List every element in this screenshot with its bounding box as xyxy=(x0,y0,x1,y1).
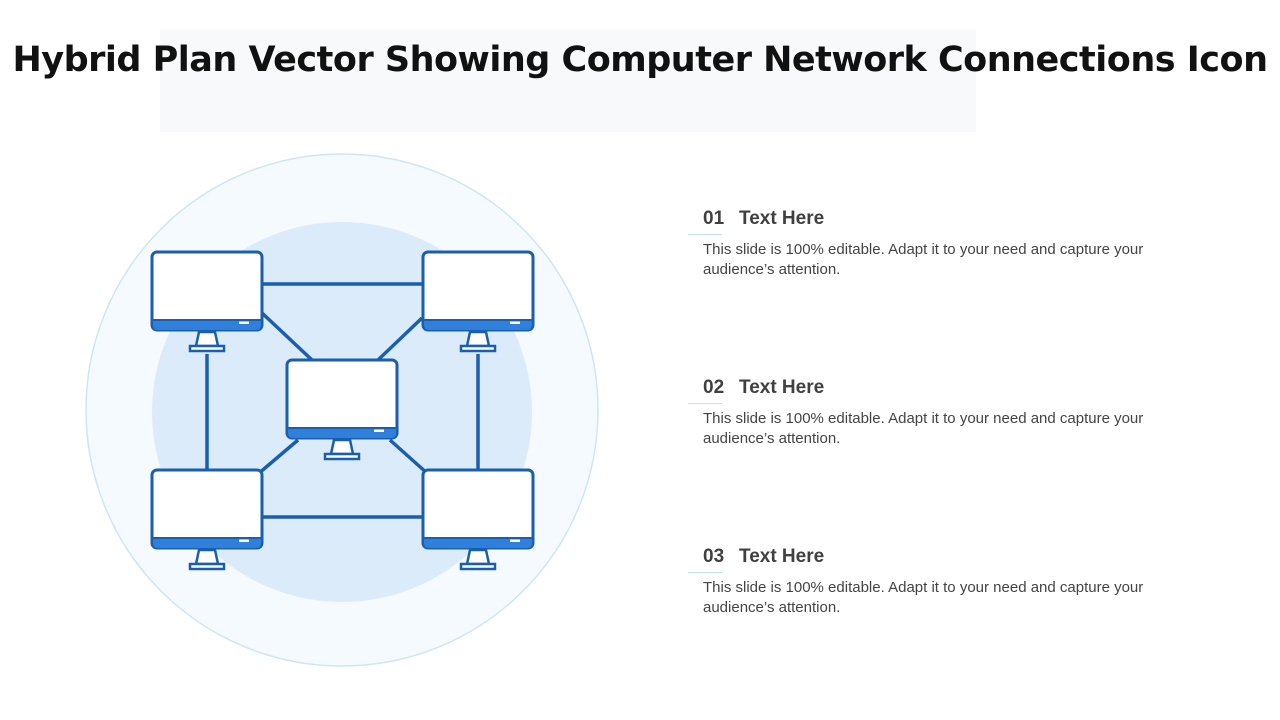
item-number: 01 xyxy=(703,208,725,229)
item-title: Text Here xyxy=(739,208,825,229)
network-diagram xyxy=(85,153,599,667)
text-item-2: 02 Text Here This slide is 100% editable… xyxy=(688,377,1188,449)
item-divider xyxy=(688,403,722,404)
text-item-1: 01 Text Here This slide is 100% editable… xyxy=(688,208,1188,280)
item-divider xyxy=(688,572,722,573)
item-number: 03 xyxy=(703,546,725,567)
network-links xyxy=(205,282,480,519)
page-title: Hybrid Plan Vector Showing Computer Netw… xyxy=(12,40,1268,80)
item-title: Text Here xyxy=(739,377,825,398)
title-background xyxy=(160,30,976,132)
item-divider xyxy=(688,234,722,235)
item-title: Text Here xyxy=(739,546,825,567)
item-description: This slide is 100% editable. Adapt it to… xyxy=(703,241,1144,278)
item-number: 02 xyxy=(703,377,725,398)
text-item-3: 03 Text Here This slide is 100% editable… xyxy=(688,546,1188,618)
item-description: This slide is 100% editable. Adapt it to… xyxy=(703,410,1144,447)
item-description: This slide is 100% editable. Adapt it to… xyxy=(703,579,1144,616)
